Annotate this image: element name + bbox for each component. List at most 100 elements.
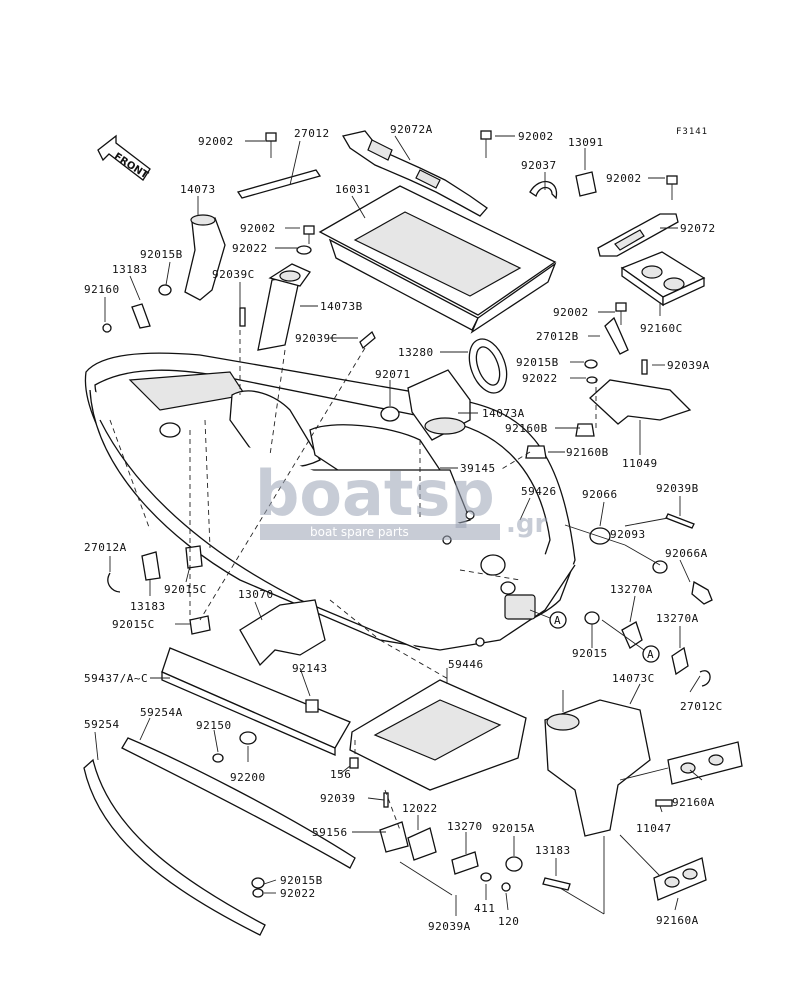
part-label: 13270A: [656, 612, 699, 625]
part-labels: 92002 27012 92072A 92002 13091 92037 920…: [84, 123, 723, 933]
part-label: 13270: [447, 820, 483, 833]
part-label: 92015B: [516, 356, 559, 369]
part-label: 92002: [518, 130, 554, 143]
part-label: 13270A: [610, 583, 653, 596]
part-label: 92160B: [505, 422, 548, 435]
strap-92072A: [341, 130, 488, 217]
part-label: 92015A: [492, 822, 535, 835]
part-label: 13070: [238, 588, 274, 601]
part-label: 92002: [606, 172, 642, 185]
part-label: 59254A: [140, 706, 183, 719]
part-label: 92002: [240, 222, 276, 235]
part-label: 92066A: [665, 547, 708, 560]
part-label: 92015: [572, 647, 608, 660]
part-label: 92072A: [390, 123, 433, 136]
part-label: 92022: [232, 242, 268, 255]
part-label: 92160B: [566, 446, 609, 459]
duct-14073A: [407, 369, 471, 441]
assembly-lines: [109, 330, 597, 831]
svg-text:.gr: .gr: [506, 509, 547, 539]
part-label: 59437/A~C: [84, 672, 148, 685]
storage-tray-16031: [318, 185, 557, 334]
part-label: 16031: [335, 183, 371, 196]
part-label: 92015C: [164, 583, 207, 596]
part-label: 13183: [130, 600, 166, 613]
pad-92160C: [620, 251, 706, 307]
part-label: 13280: [398, 346, 434, 359]
part-label: 27012C: [680, 700, 723, 713]
rubrail-59254A: [121, 737, 356, 869]
tank-14073C: [544, 699, 651, 837]
part-label: 92039: [320, 792, 356, 805]
part-label: 92022: [280, 887, 316, 900]
grommet-92071: [380, 406, 400, 422]
part-label: 92150: [196, 719, 232, 732]
bracket-13070: [239, 599, 326, 667]
part-label: 92039A: [428, 920, 471, 933]
part-label: 411: [474, 902, 495, 915]
pad-92160A-1: [667, 741, 743, 785]
part-label: 14073B: [320, 300, 363, 313]
part-label: 59426: [521, 485, 557, 498]
rail-59437: [161, 647, 351, 756]
hose-14073: [184, 217, 226, 301]
part-label: 92002: [553, 306, 589, 319]
part-label: 92037: [521, 159, 557, 172]
part-label: 27012A: [84, 541, 127, 554]
part-label: 92015B: [140, 248, 183, 261]
small-parts-lower: [102, 284, 673, 898]
ref-code: F3141: [676, 127, 708, 137]
part-label: 39145: [460, 462, 496, 475]
svg-text:boat spare parts: boat spare parts: [310, 525, 409, 539]
part-label: 92200: [230, 771, 266, 784]
part-label: 27012B: [536, 330, 579, 343]
part-label: 12022: [402, 802, 438, 815]
bolts-top: [265, 130, 678, 325]
part-label: 13091: [568, 136, 604, 149]
part-label: 14073: [180, 183, 216, 196]
pad-92160A-2: [653, 857, 707, 901]
part-label: 92039B: [656, 482, 699, 495]
front-arrow-icon: FRONT: [97, 134, 151, 181]
svg-text:A: A: [647, 648, 654, 661]
leader-lines: [94, 135, 703, 916]
part-label: 13183: [535, 844, 571, 857]
part-label: 11049: [622, 457, 658, 470]
watermark-logo: boatsp .gr boat spare parts: [255, 457, 547, 540]
part-label: 92143: [292, 662, 328, 675]
fittings-right: [525, 359, 713, 687]
callout-a-1: A: [529, 609, 567, 629]
part-label: 92022: [522, 372, 558, 385]
part-label: 92002: [198, 135, 234, 148]
part-label: 92015B: [280, 874, 323, 887]
part-label: 92039A: [667, 359, 710, 372]
ring-13280: [468, 338, 508, 394]
svg-text:boatsp: boatsp: [255, 457, 495, 530]
part-label: 92071: [375, 368, 411, 381]
part-label: 92160C: [640, 322, 683, 335]
part-label: 156: [330, 768, 351, 781]
bracket-11049: [589, 379, 692, 425]
part-label: 92160: [84, 283, 120, 296]
clamp-92037: [529, 181, 558, 200]
part-label: 14073C: [612, 672, 655, 685]
part-label: 92015C: [112, 618, 155, 631]
strap-92072: [597, 213, 679, 257]
rubrail-59254: [83, 758, 266, 936]
part-label: 92072: [680, 222, 716, 235]
part-label: 59254: [84, 718, 120, 731]
pipe-14073B: [257, 263, 311, 351]
part-label: 14073A: [482, 407, 525, 420]
part-label: 92160A: [672, 796, 715, 809]
part-label: 59156: [312, 826, 348, 839]
part-label: 120: [498, 915, 519, 928]
part-label: 13183: [112, 263, 148, 276]
part-label: 27012: [294, 127, 330, 140]
rod-27012: [236, 169, 322, 199]
svg-text:A: A: [554, 614, 561, 627]
plate-59446: [349, 679, 527, 791]
part-label: 11047: [636, 822, 672, 835]
clip-13091: [575, 171, 597, 197]
